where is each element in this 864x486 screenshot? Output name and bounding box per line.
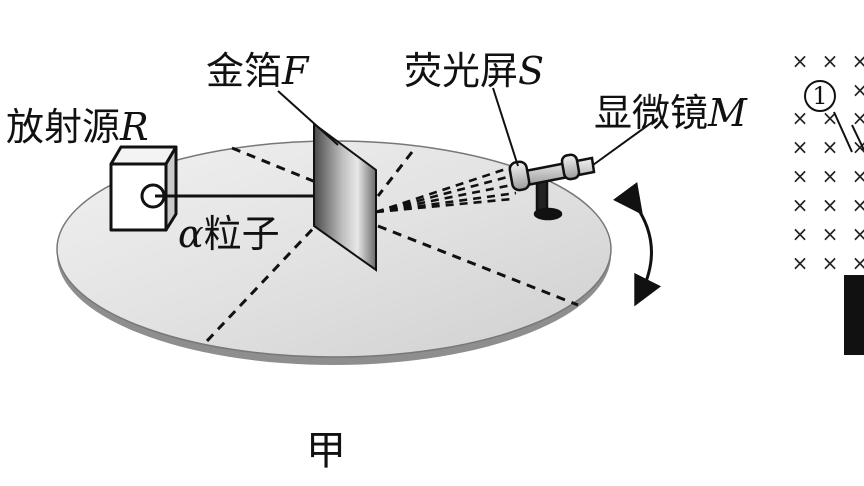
foil-label: 金箔F — [206, 49, 310, 93]
cross-mark: × — [822, 135, 839, 159]
trajectory-fragment — [851, 124, 864, 151]
rotation-arrow — [613, 182, 662, 307]
scattering-paths — [375, 164, 518, 214]
cross-mark: × — [822, 49, 839, 73]
cross-mark: × — [852, 164, 864, 188]
cross-mark: × — [792, 222, 809, 246]
cross-mark: × — [852, 222, 864, 246]
cross-mark: × — [852, 49, 864, 73]
cross-mark: × — [852, 251, 864, 275]
cross-mark: × — [852, 135, 864, 159]
gold-foil — [313, 122, 377, 272]
alpha-particle-label: α粒子 — [178, 212, 280, 256]
figure-caption: 甲 — [306, 428, 346, 474]
cross-mark: × — [852, 193, 864, 217]
source-label: 放射源R — [6, 105, 149, 149]
cross-mark: × — [792, 251, 809, 275]
cross-mark: × — [792, 164, 809, 188]
microscope — [508, 153, 596, 221]
disk-dashed-lines — [204, 146, 579, 344]
cross-mark: × — [822, 193, 839, 217]
leader-lines — [277, 87, 659, 167]
cross-mark: × — [792, 193, 809, 217]
cross-mark: × — [822, 251, 839, 275]
circle-marker — [804, 80, 836, 112]
radioactive-source-box — [109, 145, 178, 232]
circle-number: 1 — [812, 82, 827, 110]
cross-mark: × — [792, 135, 809, 159]
cross-mark: × — [792, 49, 809, 73]
screen-label: 荧光屏S — [404, 49, 544, 93]
cross-mark: × — [822, 164, 839, 188]
cross-mark: × — [852, 106, 864, 130]
circle-leader — [833, 111, 853, 153]
cross-mark: × — [822, 222, 839, 246]
cross-mark: × — [792, 106, 809, 130]
right-panel: ×××××××××××××××××××××× 1 — [792, 49, 864, 355]
microscope-label: 显微镜M — [594, 91, 748, 135]
detector-block — [844, 275, 864, 355]
cross-mark: × — [852, 78, 864, 102]
